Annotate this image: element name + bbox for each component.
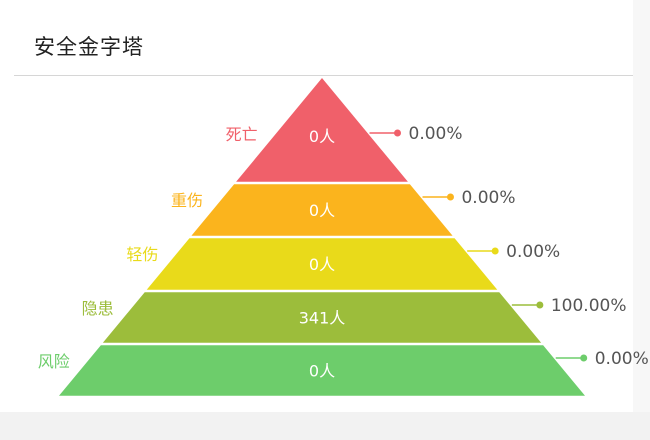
band-value-label: 0人 — [309, 201, 335, 220]
leader-dot — [536, 301, 544, 309]
band-value-label: 0人 — [309, 362, 335, 381]
band-category-label: 隐患 — [82, 299, 114, 318]
title-divider — [14, 75, 633, 76]
leader-dot — [580, 354, 588, 362]
pyramid-band-4[interactable] — [102, 292, 542, 343]
band-value-label: 0人 — [309, 255, 335, 274]
pyramid-band-5[interactable] — [58, 345, 586, 396]
leader-dot — [491, 247, 499, 255]
page-background — [0, 412, 650, 440]
band-value-label: 341人 — [299, 309, 346, 328]
pyramid-band-3[interactable] — [146, 238, 498, 290]
band-value-label: 0人 — [309, 127, 335, 146]
band-category-label: 轻伤 — [126, 245, 158, 264]
leader-dot — [394, 129, 402, 137]
band-percent-label: 0.00% — [506, 242, 560, 262]
scrollbar-track[interactable] — [633, 0, 650, 412]
band-percent-label: 0.00% — [409, 124, 463, 144]
pyramid-band-1[interactable] — [236, 78, 408, 182]
leader-dot — [446, 193, 454, 201]
band-percent-label: 0.00% — [461, 188, 515, 208]
band-percent-label: 0.00% — [595, 349, 649, 369]
band-category-label: 重伤 — [171, 191, 203, 210]
band-percent-label: 100.00% — [551, 296, 627, 316]
card-title: 安全金字塔 — [34, 35, 144, 59]
band-category-label: 死亡 — [226, 125, 258, 144]
pyramid-band-2[interactable] — [191, 184, 453, 236]
band-category-label: 风险 — [38, 352, 70, 371]
